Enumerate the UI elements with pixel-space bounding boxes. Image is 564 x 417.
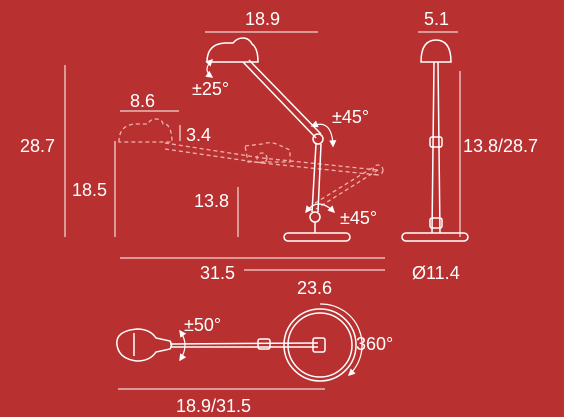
top-lamp-base-inner [287,312,353,378]
top-view-arrows [179,303,363,376]
lowered-lamp-second-head [244,142,291,163]
front-head-width-label: 5.1 [424,9,450,29]
lowered-head-joint [256,152,268,164]
lowered-lamp-ghost [118,118,384,210]
rotation-arrows [205,58,337,214]
base-reach-label: 23.6 [297,278,333,298]
side-lamp-upper-arm [242,59,322,139]
side-view-dimension-lines [64,31,385,271]
front-height-range-label: 13.8/28.7 [463,136,539,156]
base-rotation-label: 360° [356,334,394,354]
elbow-joint [312,133,324,145]
lowered-head-height-label: 3.4 [186,125,212,145]
base-joint-angle-label: ±45° [340,208,378,228]
lowered-lamp-arm [164,142,263,164]
front-lamp-joint-lower [429,217,443,229]
top-lamp-base-outer [283,308,357,382]
front-lamp-joint-upper [429,136,443,148]
side-lamp-base [283,232,351,242]
lowered-height-label: 18.5 [72,180,108,200]
max-reach-label: 31.5 [200,263,236,283]
arm-joint-angle-label: ±45° [332,107,370,127]
front-lamp [401,39,469,242]
head-tilt-label: ±25° [192,79,230,99]
lowered-elbow-joint [372,164,384,176]
elbow-rotation-arrow [310,120,337,148]
total-height-label: 28.7 [20,136,56,156]
arm-height-label: 13.8 [194,191,230,211]
lowered-lamp-head [118,118,173,143]
front-view-dimension-lines [418,31,461,237]
top-lamp-arm [169,342,319,348]
lowered-lamp-lower-arm [311,167,379,210]
front-lamp-head [420,39,452,63]
base-joint [309,211,321,223]
lowered-head-width-label: 8.6 [130,91,156,111]
length-range-label: 18.9/31.5 [176,396,252,416]
side-lamp-head [206,37,259,63]
base-diameter-label: Ø11.4 [412,263,460,283]
base-rotation-arrow [305,203,336,214]
top-view [116,308,357,382]
front-lamp-base [401,232,469,242]
top-lamp-joint [257,338,271,350]
head-rotation-label: ±50° [184,315,222,335]
top-lamp-head [116,328,173,362]
base-rotation-arc [319,303,363,376]
head-tilt-arrow [205,58,214,78]
side-lamp-lower-arm [311,143,322,213]
top-width-label: 18.9 [245,9,281,29]
top-lamp-base-joint [312,337,326,353]
head-swivel-arrow [179,329,187,362]
